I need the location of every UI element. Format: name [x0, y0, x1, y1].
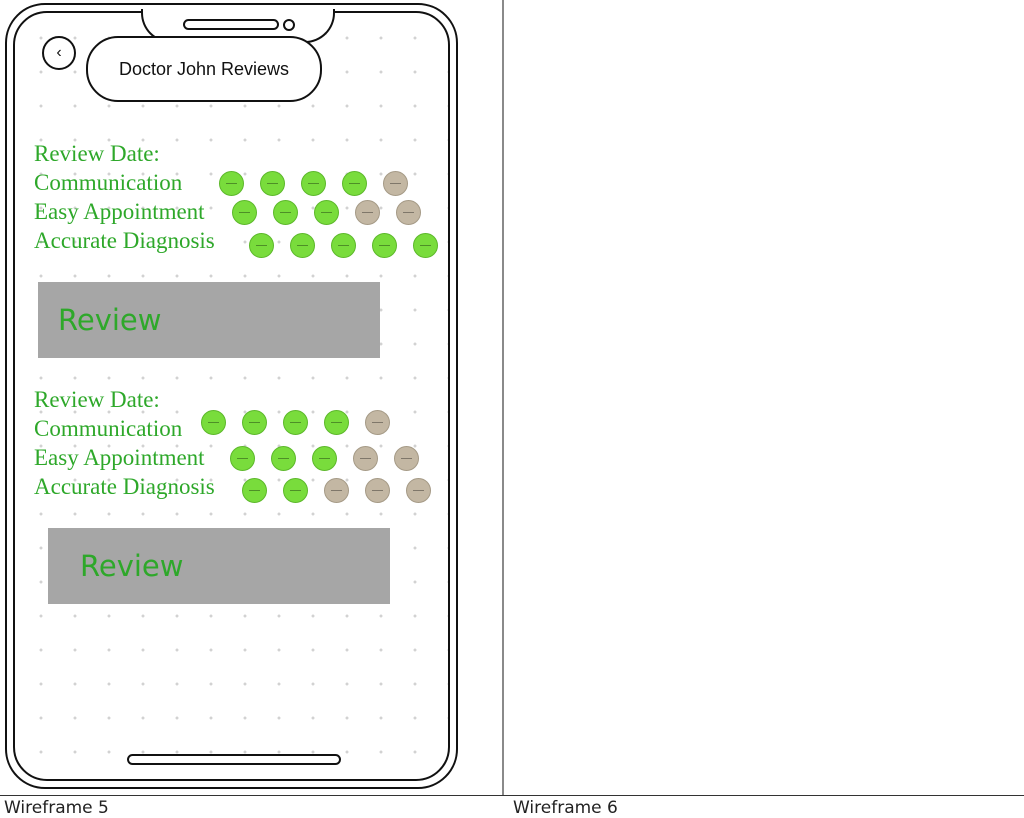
- rating-dot-easy-appointment[interactable]: [271, 446, 296, 471]
- review-box-2[interactable]: Review: [48, 528, 390, 604]
- review-box-label: Review: [80, 549, 184, 583]
- phone-frame: [5, 3, 458, 789]
- home-indicator[interactable]: [127, 754, 341, 765]
- rating-dot-easy-appointment[interactable]: [232, 200, 257, 225]
- rating-dot-easy-appointment[interactable]: [355, 200, 380, 225]
- rating-dot-accurate-diagnosis[interactable]: [406, 478, 431, 503]
- rating-dot-easy-appointment[interactable]: [396, 200, 421, 225]
- rating-dot-communication[interactable]: [301, 171, 326, 196]
- rating-label-accurate-diagnosis: Accurate Diagnosis: [34, 228, 215, 253]
- rating-label-easy-appointment: Easy Appointment: [34, 445, 205, 470]
- rating-dot-communication[interactable]: [324, 410, 349, 435]
- rating-dot-accurate-diagnosis[interactable]: [290, 233, 315, 258]
- rating-label-easy-appointment: Easy Appointment: [34, 199, 205, 224]
- panel-divider: [502, 0, 504, 796]
- review-date-label: Review Date:: [34, 141, 160, 166]
- camera-icon: [283, 19, 295, 31]
- rating-dot-communication[interactable]: [242, 410, 267, 435]
- caption-divider: [0, 795, 1024, 796]
- rating-dot-accurate-diagnosis[interactable]: [324, 478, 349, 503]
- rating-dot-accurate-diagnosis[interactable]: [242, 478, 267, 503]
- rating-dot-communication[interactable]: [283, 410, 308, 435]
- rating-dot-communication[interactable]: [260, 171, 285, 196]
- rating-dot-communication[interactable]: [365, 410, 390, 435]
- rating-label-communication: Communication: [34, 416, 183, 441]
- rating-dot-accurate-diagnosis[interactable]: [331, 233, 356, 258]
- rating-dot-easy-appointment[interactable]: [353, 446, 378, 471]
- caption-wireframe-5: Wireframe 5: [4, 798, 109, 818]
- rating-dot-accurate-diagnosis[interactable]: [372, 233, 397, 258]
- rating-dot-communication[interactable]: [383, 171, 408, 196]
- review-box-1[interactable]: Review: [38, 282, 380, 358]
- rating-dot-communication[interactable]: [342, 171, 367, 196]
- review-date-label: Review Date:: [34, 387, 160, 412]
- rating-dot-easy-appointment[interactable]: [312, 446, 337, 471]
- rating-dot-communication[interactable]: [201, 410, 226, 435]
- rating-dot-easy-appointment[interactable]: [273, 200, 298, 225]
- rating-label-accurate-diagnosis: Accurate Diagnosis: [34, 474, 215, 499]
- page-title: Doctor John Reviews: [86, 36, 322, 102]
- rating-dot-accurate-diagnosis[interactable]: [413, 233, 438, 258]
- review-box-label: Review: [58, 303, 162, 337]
- rating-dot-accurate-diagnosis[interactable]: [249, 233, 274, 258]
- chevron-left-icon: ‹: [56, 44, 62, 61]
- rating-dot-easy-appointment[interactable]: [394, 446, 419, 471]
- rating-dot-communication[interactable]: [219, 171, 244, 196]
- back-button[interactable]: ‹: [42, 36, 76, 70]
- rating-dot-accurate-diagnosis[interactable]: [365, 478, 390, 503]
- rating-dot-easy-appointment[interactable]: [230, 446, 255, 471]
- rating-dot-accurate-diagnosis[interactable]: [283, 478, 308, 503]
- phone-screen: [13, 9, 450, 781]
- caption-wireframe-6: Wireframe 6: [513, 798, 618, 818]
- rating-dot-easy-appointment[interactable]: [314, 200, 339, 225]
- speaker-icon: [183, 19, 279, 30]
- rating-label-communication: Communication: [34, 170, 183, 195]
